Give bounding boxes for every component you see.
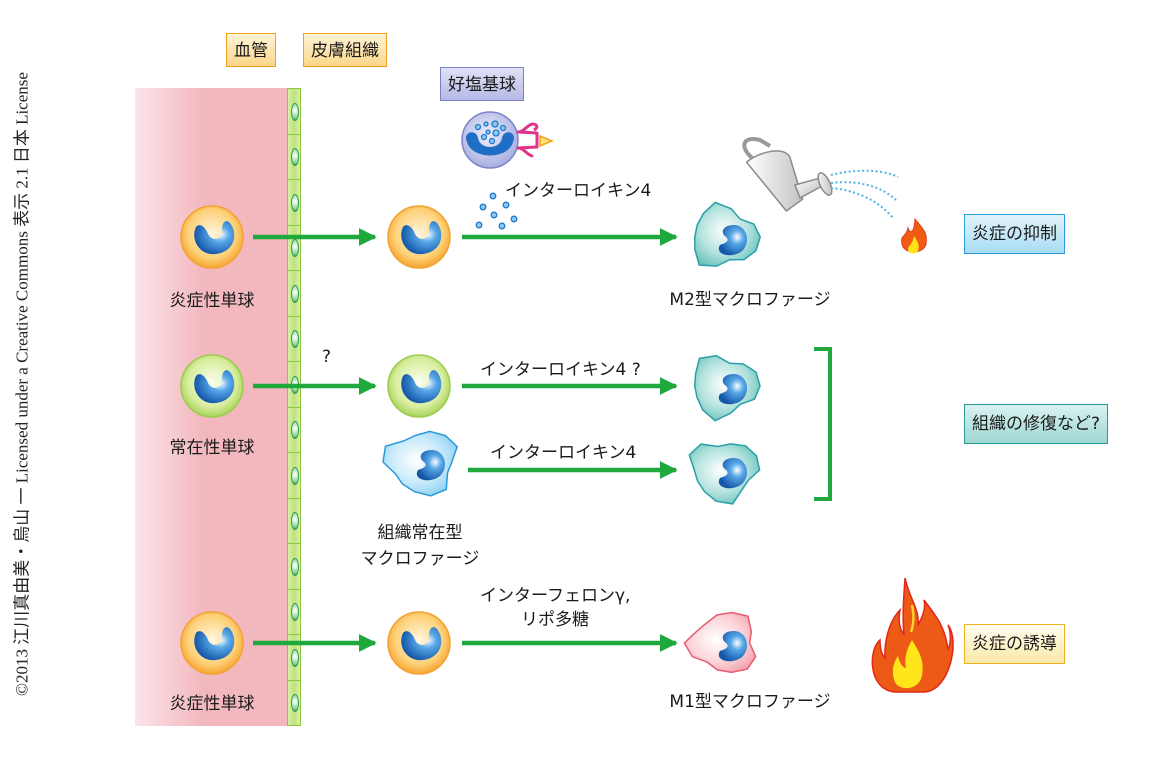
cell-membrane — [688, 443, 761, 505]
cytokine-label-row3: インターロイキン4 — [490, 443, 637, 463]
source-cell-label-row1: 炎症性単球 — [169, 291, 255, 311]
source-cell-label-row2: 常在性単球 — [169, 438, 255, 458]
epithelial-nucleus — [291, 694, 299, 713]
resident-macrophage-label-line2: マクロファージ — [360, 549, 480, 569]
monocyte-row1-blood — [180, 205, 244, 269]
epithelial-nucleus — [291, 466, 299, 485]
monocyte-row1-tissue — [387, 205, 451, 269]
epithelial-nucleus — [291, 148, 299, 167]
migration-unknown-mark: ? — [322, 347, 332, 367]
m2-macrophage-row2 — [693, 354, 761, 422]
epithelial-nucleus — [291, 330, 299, 349]
cell-membrane — [382, 430, 459, 497]
cell-nucleus — [416, 450, 446, 481]
m2-macrophage-row1 — [694, 201, 762, 267]
blood-vessel-header: 血管 — [226, 33, 276, 67]
epithelial-cell — [287, 588, 301, 635]
outcome-inflammation-induction: 炎症の誘導 — [964, 624, 1065, 664]
m1-macrophage — [683, 611, 757, 674]
epithelial-nucleus — [291, 603, 299, 622]
product-cell-label-m1: M1型マクロファージ — [669, 692, 831, 712]
product-cell-label-m2: M2型マクロファージ — [669, 290, 831, 310]
grouping-bracket — [814, 347, 832, 501]
epithelial-cell — [287, 634, 301, 681]
monocyte-row4-tissue — [387, 611, 451, 675]
cytokine-label-row4-line1: インターフェロンγ, — [480, 586, 631, 606]
monocyte-row2-tissue — [387, 354, 451, 418]
epithelial-cell — [287, 497, 301, 544]
source-cell-label-row4: 炎症性単球 — [169, 694, 255, 714]
epithelial-nucleus — [291, 102, 299, 121]
m2-macrophage-row3 — [688, 443, 761, 505]
cell-nucleus — [718, 631, 748, 662]
monocyte-row2-blood — [180, 354, 244, 418]
cytokine-label-row1: インターロイキン4 — [505, 181, 652, 201]
outcome-tissue-repair: 組織の修復など? — [964, 404, 1109, 444]
outcome-inflammation-suppression: 炎症の抑制 — [964, 214, 1065, 254]
skin-tissue-header: 皮膚組織 — [303, 33, 387, 67]
resident-macrophage-label-line1: 組織常在型 — [377, 523, 463, 543]
cytokine-label-row2: インターロイキン4 ? — [480, 360, 641, 380]
resident-macrophage — [382, 430, 459, 497]
small-flame-icon — [901, 217, 927, 254]
arrows — [253, 228, 678, 652]
epithelial-nucleus — [291, 239, 299, 258]
basophil-cell-icon — [461, 111, 554, 169]
large-flame-icon — [871, 577, 954, 693]
epithelial-nucleus — [291, 193, 299, 212]
epithelial-nucleus — [291, 512, 299, 531]
cell-nucleus — [718, 458, 748, 489]
epithelial-cell — [287, 406, 301, 453]
epithelial-cell — [287, 452, 301, 499]
cell-nucleus — [718, 374, 748, 405]
epithelial-nucleus — [291, 557, 299, 576]
basophil-header: 好塩基球 — [440, 67, 524, 101]
epithelial-nucleus — [291, 284, 299, 303]
epithelial-cell — [287, 679, 301, 726]
cell-membrane — [693, 354, 761, 422]
epithelial-nucleus — [291, 648, 299, 667]
cell-nucleus — [718, 225, 748, 256]
cytokine-label-row4-line2: リポ多糖 — [521, 610, 589, 630]
epithelial-nucleus — [291, 421, 299, 440]
watering-can-icon — [742, 137, 899, 219]
monocyte-row4-blood — [180, 611, 244, 675]
cytokine-granules — [475, 192, 518, 230]
